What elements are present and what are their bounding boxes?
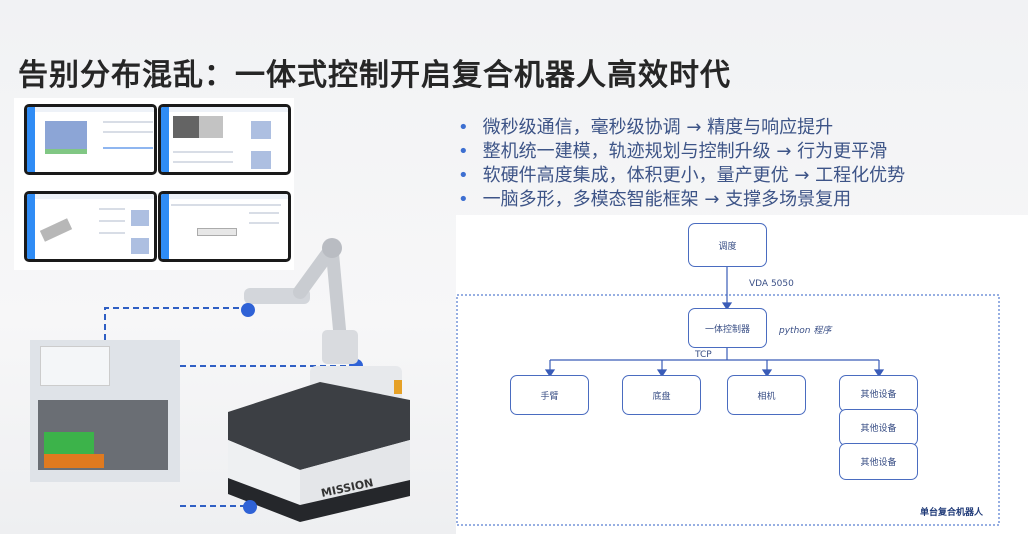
other-device-node: 其他设备 [839,409,918,446]
tcp-label: TCP [695,350,712,360]
protocol-label: VDA 5050 [749,279,794,289]
controller-photo [30,340,180,482]
camera-node: 相机 [727,375,806,415]
other-device-node: 其他设备 [839,443,918,480]
architecture-diagram: 调度 VDA 5050 一体控制器 python 程序 TCP 手臂 底盘 相机… [456,215,1028,534]
screenshot-camera-view [158,104,291,175]
controller-node: 一体控制器 [688,308,767,348]
robot-arm [241,238,363,373]
terminal-block [44,432,94,454]
dispatch-node: 调度 [688,223,767,267]
arm-node: 手臂 [510,375,589,415]
mobile-base: MISSION [228,366,410,522]
controller-label-card [40,346,110,386]
feature-item: •软硬件高度集成，体积更小，量产更优 → 工程化优势 [458,165,906,186]
screenshot-flow-editor [158,191,291,262]
connector-lines [104,307,358,507]
feature-list: •微秒级通信，毫秒级协调 → 精度与响应提升 •整机统一建模，轨迹规划与控制升级… [458,116,905,212]
feature-item: •微秒级通信，毫秒级协调 → 精度与响应提升 [458,117,834,138]
group-label: 单台复合机器人 [920,508,984,518]
program-label: python 程序 [779,326,832,336]
feature-item: •一脑多形，多模态智能框架 → 支撑多场景复用 [458,189,852,210]
screenshot-arm-model [24,191,157,262]
other-device-node: 其他设备 [839,375,918,412]
feature-item: •整机统一建模，轨迹规划与控制升级 → 行为更平滑 [458,141,888,162]
software-screenshots [14,98,294,270]
slide-title: 告别分布混乱：一体式控制开启复合机器人高效时代 [18,58,731,93]
diagram-lines [456,267,1000,526]
chassis-node: 底盘 [622,375,701,415]
screenshot-program-editor [24,104,157,175]
robot-boundary [456,294,1000,526]
terminal-block [44,454,104,468]
